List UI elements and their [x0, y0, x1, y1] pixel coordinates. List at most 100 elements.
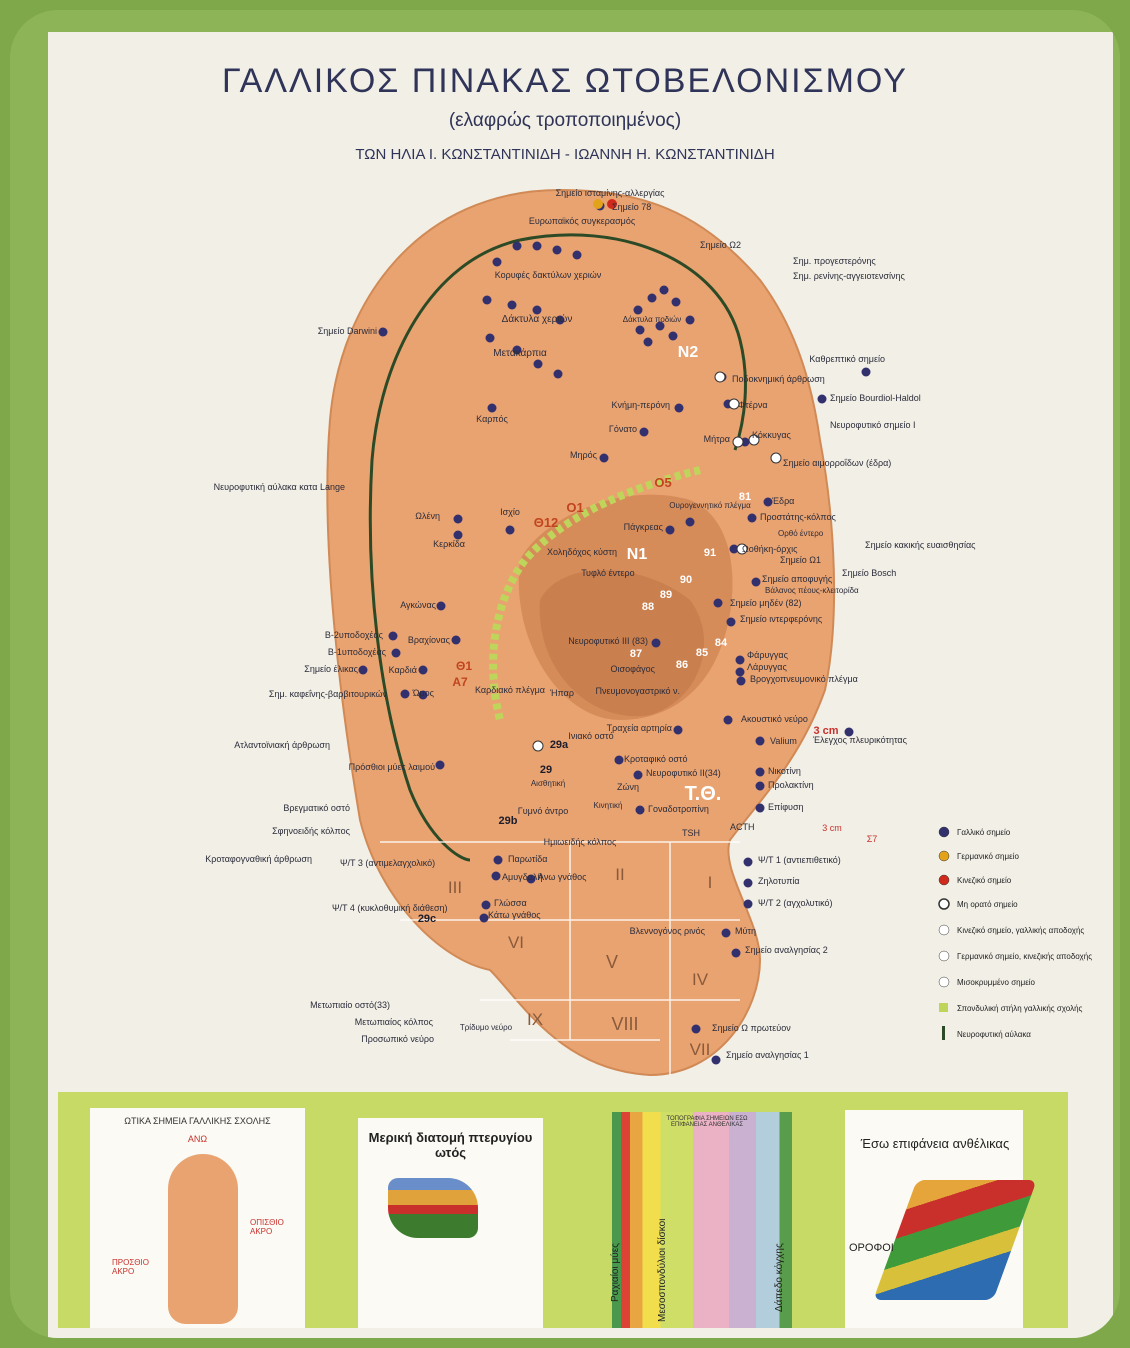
point-number: 86: [676, 659, 688, 671]
point-label: Γυμνό άντρο: [518, 806, 568, 816]
french-point: [526, 874, 536, 884]
french-point: [685, 517, 695, 527]
point-label: Οισοφάγος: [611, 664, 656, 674]
legend-label: Νευροφυτική αύλακα: [957, 1030, 1031, 1039]
point-label: Νευροφυτικό ΙΙ(34): [646, 768, 721, 778]
point-label: Valium: [770, 736, 797, 746]
point-label: Χοληδόχος κύστη: [547, 547, 617, 557]
point-label: Ημιωειδής κόλπος: [544, 837, 617, 847]
point-number: 89: [660, 589, 672, 601]
french-point: [507, 300, 517, 310]
point-label: Σημείο κακικής ευαισθησίας: [865, 540, 976, 550]
french-point: [763, 497, 773, 507]
sector-II: II: [615, 865, 624, 884]
french-point: [844, 727, 854, 737]
french-point: [735, 655, 745, 665]
point-label: Σημείο αναλγησίας 2: [745, 945, 828, 955]
point-label: Σημείο 78: [612, 202, 651, 212]
french-point: [492, 257, 502, 267]
groove-line-icon: [942, 1026, 945, 1040]
region-code-o1: Ο1: [566, 500, 583, 515]
point-label: Γοναδοτροπίνη: [648, 804, 709, 814]
point-label: Κάτω γνάθος: [488, 910, 541, 920]
french-point: [639, 427, 649, 437]
point-number: 85: [696, 647, 708, 659]
poster-authors: ΤΩΝ ΗΛΙΑ Ι. ΚΩΝΣΤΑΝΤΙΝΙΔΗ - ΙΩΑΝΝΗ Η. ΚΩ…: [355, 146, 775, 163]
sector-VI: VI: [508, 933, 524, 952]
concha-shade: [539, 570, 705, 717]
legend-label: Μη ορατό σημείο: [957, 900, 1018, 909]
point-label: Μύτη: [735, 926, 756, 936]
legend-label: Γερμανικό σημείο: [957, 852, 1019, 861]
legend-label: Σπονδυλική στήλη γαλλικής σχολής: [957, 1004, 1083, 1013]
region-code-tth: Τ.Θ.: [685, 783, 722, 805]
point-label: Ινιακό οστό: [568, 731, 613, 741]
point-label: Προστάτης-κόλπος: [760, 512, 837, 522]
point-label: Σημείο έλικας: [304, 664, 358, 674]
point-label: Βραχίονας: [408, 635, 451, 645]
french-point: [487, 403, 497, 413]
point-label: Ήπαρ: [549, 688, 574, 698]
chinese-french-point: [938, 924, 950, 936]
hidden-point: [732, 436, 744, 448]
french-point: [726, 617, 736, 627]
point-label: Γλώσσα: [494, 898, 527, 908]
french-point: [685, 315, 695, 325]
point-label: Πνευμονογαστρικό ν.: [596, 686, 680, 696]
panel3-title: ΤΟΠΟΓΡΑΦΙΑ ΣΗΜΕΙΩΝ ΕΣΩ ΕΠΙΦΑΝΕΙΑΣ ΑΝΘΕΛΙ…: [666, 1116, 748, 1128]
french-point: [512, 241, 522, 251]
panel1-right: ΟΠΙΣΘΙΟ ΑΚΡΟ: [250, 1218, 284, 1236]
point-label: Κροταφογναθική άρθρωση: [205, 854, 312, 864]
legend-label: Κινεζικό σημείο: [957, 876, 1012, 885]
french-point: [400, 689, 410, 699]
point-number: 3 cm: [822, 823, 842, 833]
french-point: [723, 715, 733, 725]
french-point: [552, 245, 562, 255]
french-point: [505, 525, 515, 535]
point-label: Σημείο αιμορροΐδων (έδρα): [783, 458, 891, 468]
french-point: [755, 803, 765, 813]
french-point: [691, 1024, 701, 1034]
point-label: Καθρεπτικό σημείο: [809, 354, 885, 364]
french-point: [731, 948, 741, 958]
mini-ear: [168, 1154, 238, 1324]
french-point: [451, 635, 461, 645]
point-label: Β-2υποδοχέας: [325, 630, 384, 640]
sector-IV: IV: [692, 970, 709, 989]
point-label: Αμυγδαλή: [502, 872, 542, 882]
point-label: Βρογχοπνευμονικό πλέγμα: [750, 674, 858, 684]
point-label: Δάκτυλα χεριών: [502, 313, 573, 325]
french-point: [493, 855, 503, 865]
point-label: Κνήμη-περόνη: [611, 400, 670, 410]
french-point: [643, 337, 653, 347]
cross-section-graphic: [388, 1178, 478, 1238]
french-point: [743, 899, 753, 909]
french-point: [418, 665, 428, 675]
french-point: [572, 250, 582, 260]
point-label: Νευροφυτικό σημείο Ι: [830, 420, 916, 430]
french-point: [391, 648, 401, 658]
point-label: Φτέρνα: [738, 400, 768, 410]
point-label: Ψ/Τ 4 (κυκλοθυμική διάθεση): [332, 903, 448, 913]
chinese-point: [938, 874, 950, 886]
neurovegetative-groove: [368, 238, 521, 862]
sector-I: I: [708, 873, 713, 892]
legend-label: Γαλλικό σημείο: [957, 828, 1011, 837]
french-point: [599, 453, 609, 463]
french-point: [938, 826, 950, 838]
point-label: Ορθό έντερο: [778, 529, 824, 538]
french-point: [668, 331, 678, 341]
french-point: [532, 241, 542, 251]
panel2-title: Μερική διατομή πτερυγίου ωτός: [368, 1130, 533, 1160]
french-point: [861, 367, 871, 377]
point-label: Ψ/Τ 2 (αγχολυτικό): [758, 898, 833, 908]
point-label: Κορυφές δακτύλων χεριών: [495, 270, 602, 280]
antihelix-graphic: [873, 1180, 1037, 1300]
french-point: [647, 293, 657, 303]
german-chinese-point: [938, 950, 950, 962]
region-code-theta12: Θ12: [534, 515, 559, 530]
